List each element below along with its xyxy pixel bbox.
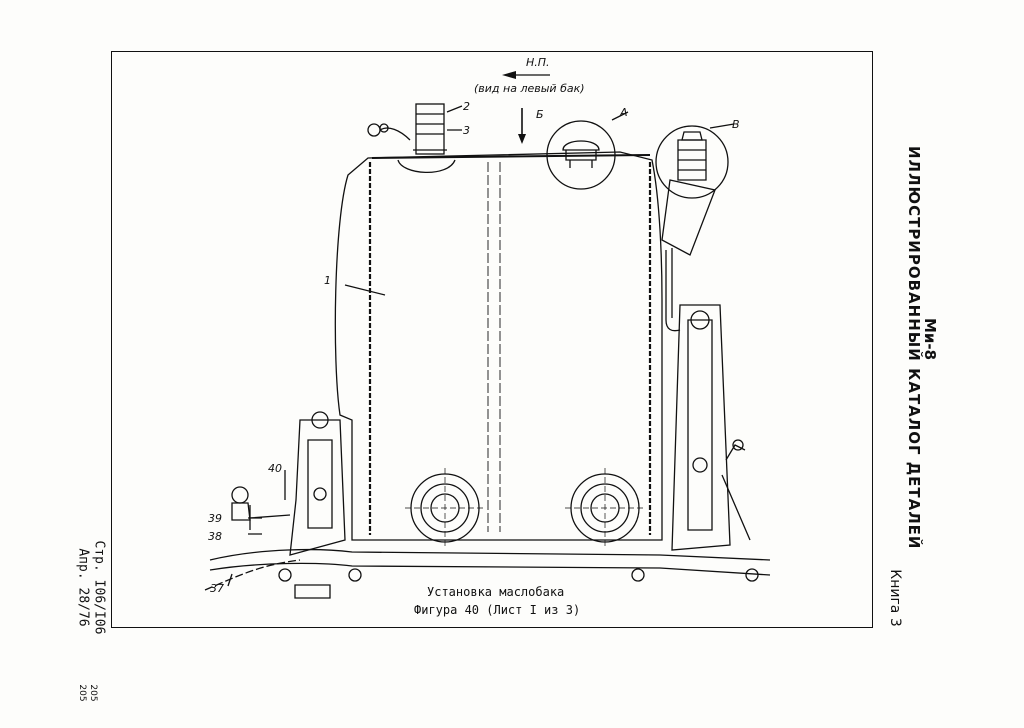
view-note: (вид на левый бак) [474,82,585,95]
stamp-top: 205 [88,684,98,702]
stamp-bottom: 205 [77,684,87,702]
direction-label: Н.П. [526,56,550,69]
part-number: 2 [463,100,470,113]
part-number: 39 [208,512,222,525]
book-number: Книга 3 [887,569,903,627]
part-number: 40 [268,462,282,475]
part-number: 3 [463,124,470,137]
figure-caption-line2: Фигура 40 (Лист I из 3) [414,603,581,617]
part-number: 38 [208,530,222,543]
callout-a-label: А [619,106,628,119]
part-number: 37 [210,582,224,595]
part-number: 1 [324,274,331,287]
view-b-label: Б [536,108,544,121]
page-reference: Стр. I06/I06 [91,540,107,635]
figure-caption-line1: Установка маслобака [427,585,565,599]
callout-b-label: В [732,118,740,131]
drawing-frame [111,51,873,628]
aircraft-model: Ми-8 [921,317,939,361]
revision-date: Апр. 28/76 [75,548,91,627]
